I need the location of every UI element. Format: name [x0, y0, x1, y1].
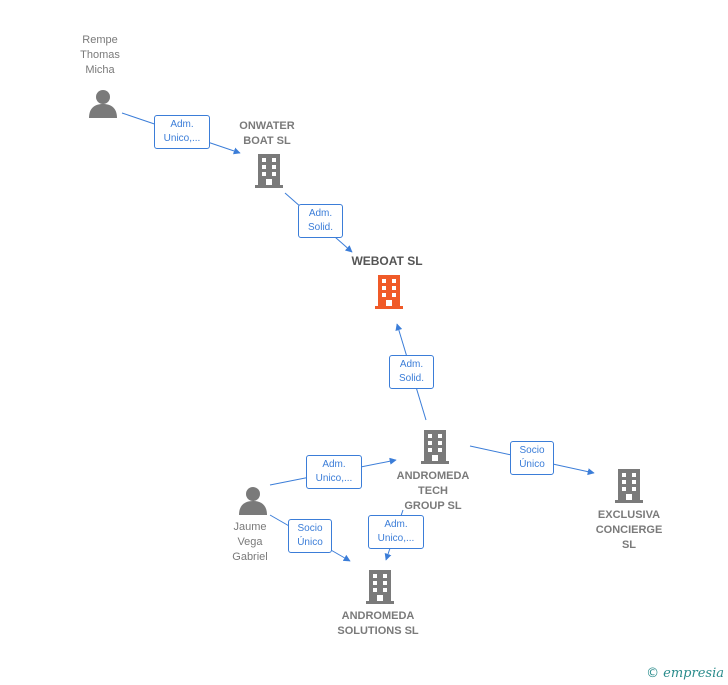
edge-label-tech-weboat[interactable]: Adm. Solid.	[389, 355, 434, 389]
node-label-weboat[interactable]: WEBOAT SL	[351, 254, 423, 268]
edge-label-jaume-tech[interactable]: Adm. Unico,...	[306, 455, 362, 489]
node-label-rempe[interactable]: Rempe Thomas Micha	[80, 34, 120, 76]
edge-label-rempe-onwater[interactable]: Adm. Unico,...	[154, 115, 210, 149]
building-icon[interactable]	[375, 275, 403, 309]
person-icon[interactable]	[89, 90, 117, 118]
node-label-exclusiva[interactable]: EXCLUSIVA CONCIERGE SL	[595, 509, 663, 551]
node-label-andromeda-tech[interactable]: ANDROMEDA TECH GROUP SL	[396, 470, 470, 512]
node-label-jaume[interactable]: Jaume Vega Gabriel	[232, 521, 268, 563]
building-icon[interactable]	[366, 570, 394, 604]
building-icon[interactable]	[421, 430, 449, 464]
building-icon[interactable]	[615, 469, 643, 503]
edge-label-onwater-weboat[interactable]: Adm. Solid.	[298, 204, 343, 238]
edge-label-tech-sol[interactable]: Adm. Unico,...	[368, 515, 424, 549]
building-icon[interactable]	[255, 154, 283, 188]
brand-watermark: ©empresia	[646, 666, 724, 681]
node-label-andromeda-sol[interactable]: ANDROMEDA SOLUTIONS SL	[337, 610, 419, 637]
person-icon[interactable]	[239, 487, 267, 515]
edge-label-jaume-sol[interactable]: Socio Único	[288, 519, 332, 553]
copyright-symbol: ©	[646, 666, 660, 681]
brand-name: empresia	[663, 666, 724, 681]
edge-label-tech-exclusiva[interactable]: Socio Único	[510, 441, 554, 475]
node-label-onwater[interactable]: ONWATER BOAT SL	[239, 120, 295, 147]
